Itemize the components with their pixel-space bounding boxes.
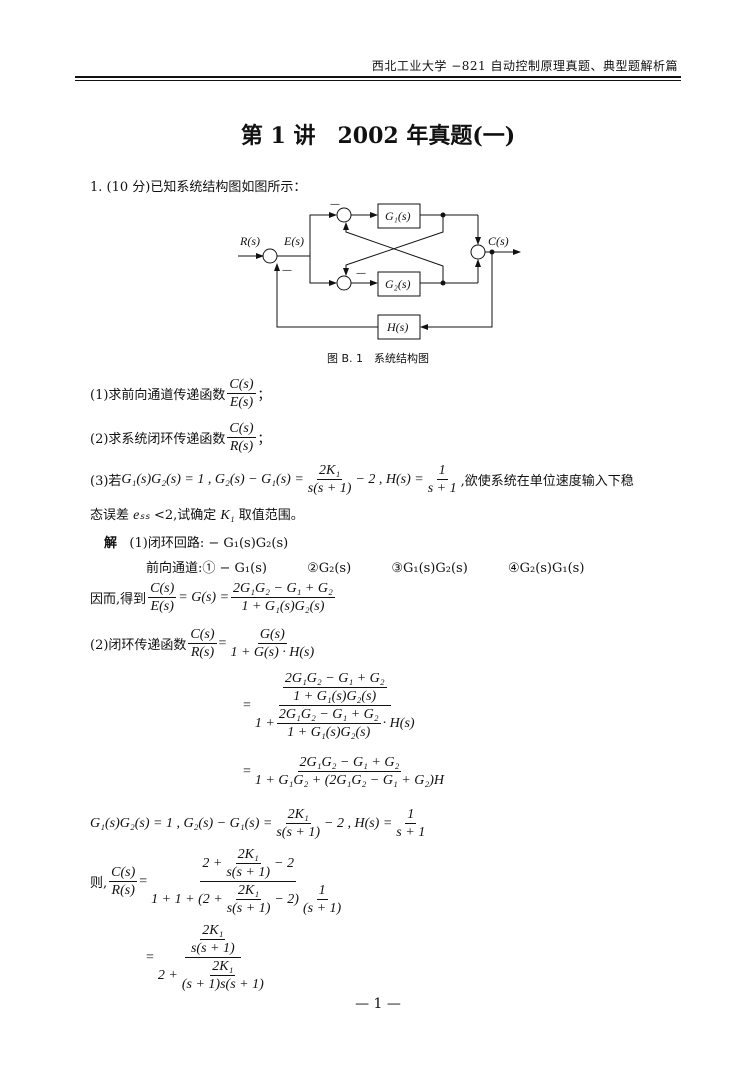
fraction: C(s)R(s)	[227, 421, 256, 454]
figure-caption: 图 B. 1 系统结构图	[326, 352, 430, 365]
header-rule-thin	[75, 80, 681, 81]
page-number: — 1 —	[355, 996, 401, 1012]
label-g2: G₂(s)	[385, 277, 411, 291]
minus-sign: —	[282, 265, 292, 276]
summing-junction-output	[470, 244, 486, 260]
question-1: (1)求前向通道传递函数 C(s)E(s) ；	[90, 377, 271, 410]
block-diagram: R(s) E(s) G₁(s) G₂(s) H(s) C(s) — — —	[238, 199, 521, 340]
page-title: 第 1 讲 2002 年真题(一)	[240, 123, 516, 149]
label-g1: G₁(s)	[385, 209, 411, 223]
label-h: H(s)	[386, 320, 408, 334]
running-header: 西北工业大学 −821 自动控制原理真题、典型题解析篇	[371, 59, 678, 73]
closed-loop-transfer: (2)闭环传递函数 C(s)R(s) = G(s)1 + G(s) · H(s)	[90, 627, 315, 660]
label-r: R(s)	[239, 234, 260, 248]
problem-intro: 1. (10 分)已知系统结构图如图所示：	[90, 180, 307, 195]
q2-text: (2)求系统闭环传递函数	[90, 432, 226, 447]
summing-junction-top	[336, 207, 352, 223]
minus-sign: —	[356, 268, 366, 279]
summing-junction-bottom	[336, 275, 352, 291]
fraction: C(s)E(s)	[227, 377, 256, 410]
label-c: C(s)	[488, 234, 509, 248]
question-3-cont: 态误差 eₛₛ <2,试确定 K₁ 取值范围。	[90, 508, 304, 523]
g2-block	[377, 271, 421, 297]
header-rule	[75, 76, 681, 78]
label-e: E(s)	[283, 234, 304, 248]
summing-junction-main	[262, 248, 278, 264]
g1-block	[377, 203, 421, 229]
q1-text: (1)求前向通道传递函数	[90, 388, 226, 403]
question-3: (3)若 G₁(s)G₂(s) = 1 , G₂(s) − G₁(s) = 2K…	[90, 463, 634, 496]
question-2: (2)求系统闭环传递函数 C(s)R(s) ；	[90, 421, 271, 454]
forward-paths: 前向通道:① − G₁(s) ②G₂(s) ③G₁(s)G₂(s) ④G₂(s)…	[146, 561, 585, 576]
solution-loop: 解 (1)闭环回路: − G₁(s)G₂(s)	[104, 536, 289, 551]
minus-sign: —	[330, 199, 340, 210]
